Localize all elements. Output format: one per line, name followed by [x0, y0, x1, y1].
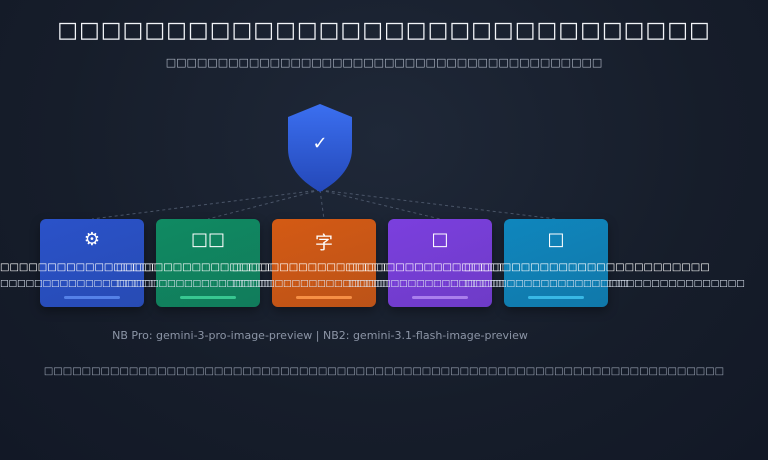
card-title: □□□□□□□□□□□□□□□□□□□□□□□□□□	[0, 262, 246, 273]
card-title: □□□□□□□□□□□□□□□□□□□□□□□□□□	[116, 262, 362, 273]
branch-card: 字 □□□□□□□□□□□□□□□□□□□□□□□□□□ □□□□□□□□□□□…	[232, 219, 513, 307]
kanji-icon: 字	[315, 233, 333, 254]
connector-line	[91, 189, 321, 220]
card-accent-bar	[528, 296, 584, 299]
branch-card: ⚙ □□□□□□□□□□□□□□□□□□□□□□□□□□ □□□□□□□□□□□…	[0, 219, 281, 307]
diagram-title: □□□□□□□□□□□□□□□□□□□□□□□□□□□□□□	[57, 18, 711, 43]
card-title: □□□□□□□□□□□□□□□□□□□□□□□□□□	[348, 262, 594, 273]
card-description: □□□□□□□□□□□□□□□□□□□□□□□□□□□□□□□□□	[464, 279, 745, 289]
bottom-caption: □□□□□□□□□□□□□□□□□□□□□□□□□□□□□□□□□□□□□□□□…	[43, 366, 725, 377]
branch-card: □ □□□□□□□□□□□□□□□□□□□□□□□□□□ □□□□□□□□□□□…	[464, 219, 745, 307]
box-icon: □	[431, 229, 449, 250]
box-icon: □□	[190, 229, 225, 250]
card-description: □□□□□□□□□□□□□□□□□□□□□□□□□□□□□□□□□	[232, 279, 513, 289]
box-icon: □	[547, 229, 565, 250]
card-description: □□□□□□□□□□□□□□□□□□□□□□□□□□□□□□□□□	[348, 279, 629, 289]
connector-line	[319, 189, 325, 220]
card-description: □□□□□□□□□□□□□□□□□□□□□□□□□□□□□□□□□	[0, 279, 281, 289]
check-icon: ✓	[312, 133, 328, 154]
gear-icon: ⚙	[83, 229, 101, 250]
branch-card: □□ □□□□□□□□□□□□□□□□□□□□□□□□□□ □□□□□□□□□□…	[116, 219, 397, 307]
card-accent-bar	[296, 296, 352, 299]
connector-line	[319, 189, 557, 220]
connector-line	[319, 189, 441, 220]
card-title: □□□□□□□□□□□□□□□□□□□□□□□□□□	[464, 262, 710, 273]
diagram-subtitle: □□□□□□□□□□□□□□□□□□□□□□□□□□□□□□□□□□□□□□□□…	[165, 56, 603, 69]
root-shield: ✓	[286, 103, 354, 193]
branch-card: □ □□□□□□□□□□□□□□□□□□□□□□□□□□ □□□□□□□□□□□…	[348, 219, 629, 307]
card-description: □□□□□□□□□□□□□□□□□□□□□□□□□□□□□□□□□	[116, 279, 397, 289]
card-title: □□□□□□□□□□□□□□□□□□□□□□□□□□	[232, 262, 478, 273]
shield-icon	[288, 104, 352, 192]
model-footnote: NB Pro: gemini-3-pro-image-preview | NB2…	[112, 329, 528, 342]
connector-line	[207, 189, 321, 220]
card-accent-bar	[64, 296, 120, 299]
card-accent-bar	[180, 296, 236, 299]
card-accent-bar	[412, 296, 468, 299]
